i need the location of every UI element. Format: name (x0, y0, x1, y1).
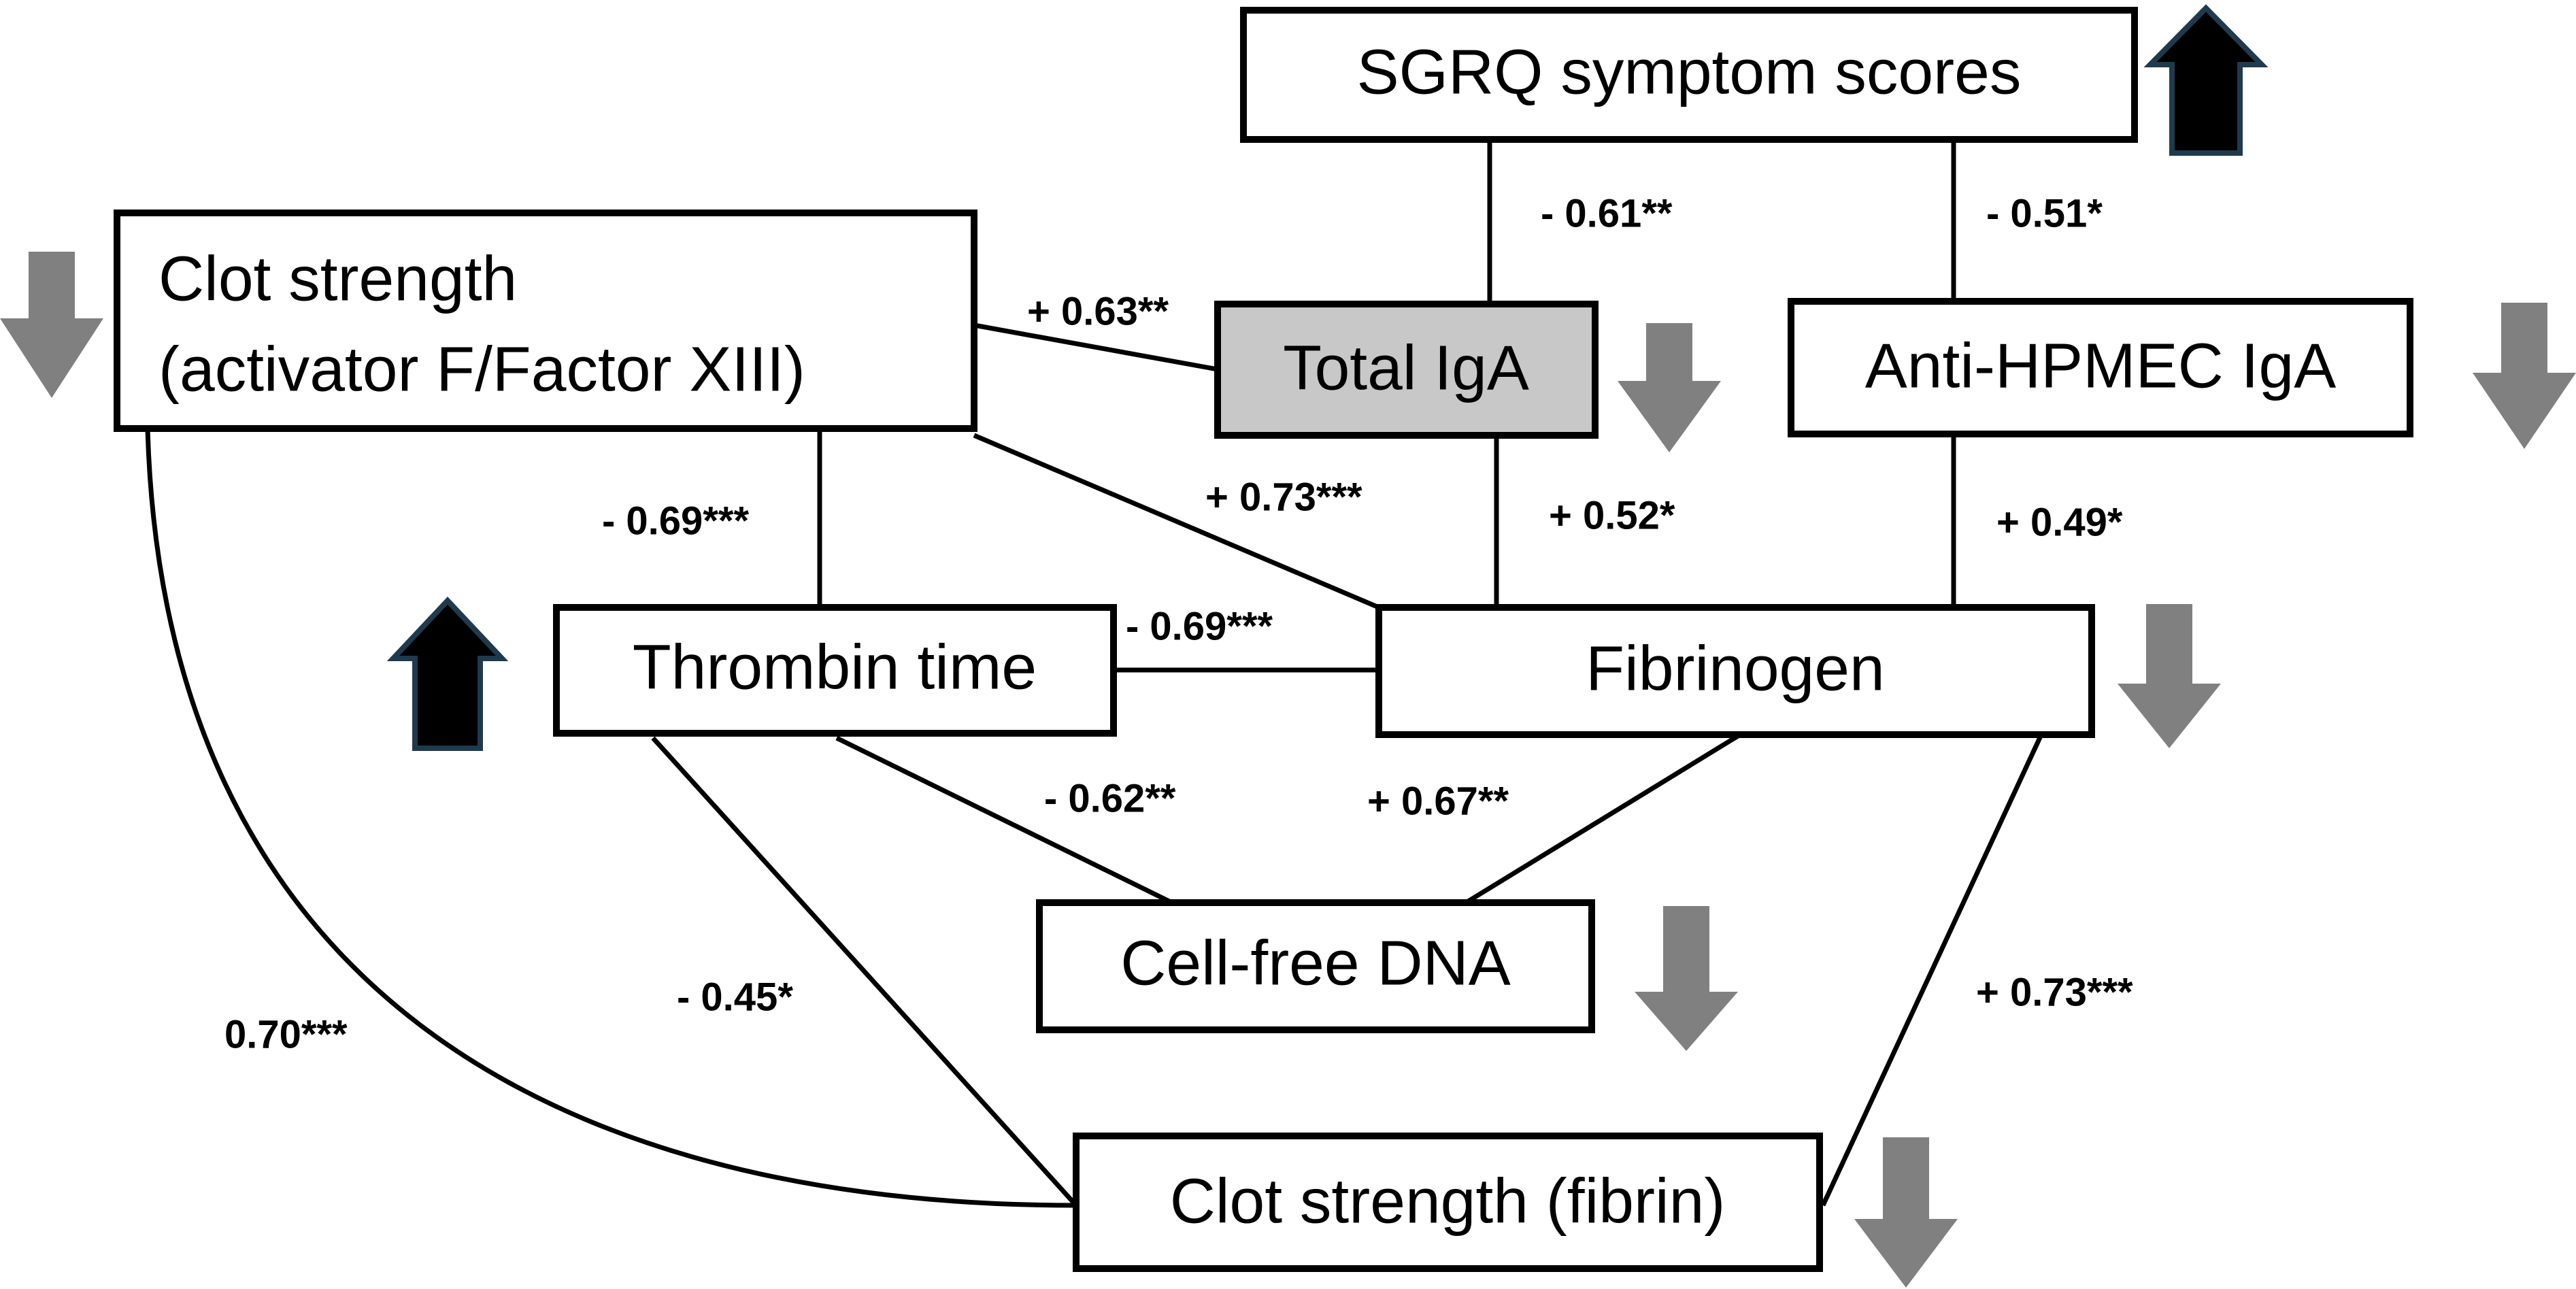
thrombin-up-arrow-icon (386, 597, 509, 751)
edge-clot-total-iga (973, 322, 1218, 372)
edge-label-sgrq-total-iga: - 0.61** (1541, 191, 1673, 235)
node-clot-fibrin-box (1073, 1133, 1823, 1272)
edge-label-sgrq-anti-hpmec: - 0.51* (1986, 191, 2103, 235)
edge-label-total-iga-fibrinogen: + 0.52* (1549, 493, 1675, 537)
edge-label-clot-thrombin: - 0.69*** (602, 499, 749, 543)
edge-label-clot-activator-clot-fibrin: 0.70*** (224, 1012, 348, 1056)
direction-indicators (0, 4, 2576, 1288)
edge-fibrinogen-cfdna (1465, 734, 1739, 905)
edge-label-clot-fibrinogen: + 0.73*** (1205, 475, 1362, 519)
node-cfdna: Cell-free DNA (1036, 899, 1595, 1033)
edge-thrombin-cfdna (835, 735, 1173, 905)
edge-fibrinogen-clot-fibrin (1820, 735, 2043, 1207)
node-anti-hpmec: Anti-HPMEC IgA (1788, 298, 2413, 437)
node-total-iga-box (1214, 301, 1599, 439)
node-total-iga-label: Total IgA (1283, 333, 1529, 403)
node-thrombin-box (553, 604, 1117, 737)
sgrq-up-arrow-icon (2143, 4, 2269, 156)
anti-hpmec-down-arrow-icon (2473, 303, 2576, 449)
edge-label-fibrinogen-clot-fibrin: + 0.73*** (1976, 970, 2133, 1014)
node-sgrq-box (1240, 7, 2138, 143)
node-sgrq: SGRQ symptom scores (1240, 7, 2138, 143)
edge-label-thrombin-fibrinogen: - 0.69*** (1126, 604, 1273, 648)
edge-thrombin-clot-fibrin (651, 736, 1078, 1207)
edge-label-thrombin-cfdna: - 0.62** (1044, 776, 1176, 820)
node-clot-activator-line1: Clot strength (158, 244, 517, 314)
node-anti-hpmec-label: Anti-HPMEC IgA (1865, 331, 2337, 401)
cfdna-down-arrow-icon (1635, 906, 1738, 1051)
edge-label-anti-hpmec-fibrinogen: + 0.49* (1996, 500, 2123, 544)
node-clot-activator-line2: (activator F/Factor XIII) (158, 334, 805, 405)
edge-label-clot-total-iga: + 0.63** (1027, 289, 1169, 333)
node-fibrinogen-label: Fibrinogen (1586, 633, 1884, 704)
node-cfdna-box (1036, 899, 1595, 1033)
node-thrombin: Thrombin time (553, 604, 1117, 737)
node-thrombin-label: Thrombin time (633, 632, 1037, 703)
edge-label-thrombin-clot-fibrin: - 0.45* (677, 975, 793, 1019)
total-iga-down-arrow-icon (1618, 323, 1721, 452)
node-clot-activator-box (114, 210, 977, 432)
node-clot-activator: Clot strength (activator F/Factor XIII) (114, 210, 977, 432)
node-anti-hpmec-box (1788, 298, 2413, 437)
node-clot-fibrin: Clot strength (fibrin) (1073, 1133, 1823, 1272)
edge-label-fibrinogen-cfdna: + 0.67** (1367, 779, 1509, 823)
clot-fibrin-down-arrow-icon (1854, 1137, 1958, 1288)
node-sgrq-label: SGRQ symptom scores (1357, 37, 2022, 107)
node-fibrinogen: Fibrinogen (1375, 604, 2095, 738)
edge-clot-fibrinogen (973, 433, 1380, 610)
node-clot-fibrin-label: Clot strength (fibrin) (1170, 1166, 1726, 1237)
clot-activator-down-arrow-icon (0, 252, 103, 398)
node-fibrinogen-box (1375, 604, 2095, 738)
edge-labels: - 0.61** - 0.51* + 0.63** - 0.69*** + 0.… (224, 191, 2133, 1056)
node-cfdna-label: Cell-free DNA (1120, 928, 1511, 999)
fibrinogen-down-arrow-icon (2118, 604, 2221, 748)
edge-clot-activator-clot-fibrin (145, 428, 1077, 1208)
node-total-iga: Total IgA (1214, 301, 1599, 439)
edges (145, 139, 2043, 1208)
